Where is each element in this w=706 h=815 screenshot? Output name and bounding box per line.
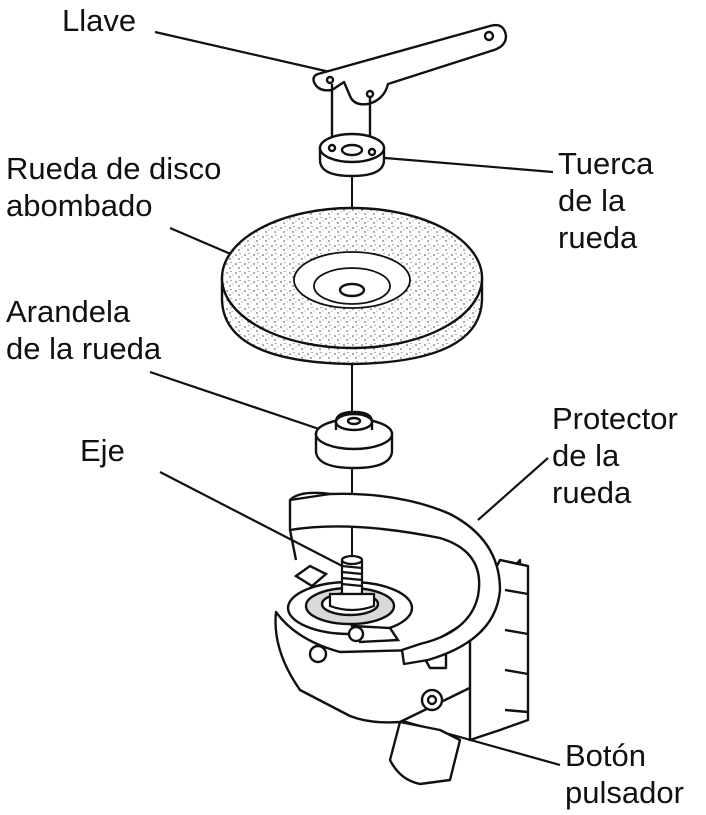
label-tuerca: Tuerca de la rueda xyxy=(558,145,653,256)
depressed-center-wheel xyxy=(220,206,484,366)
spindle xyxy=(328,554,376,612)
label-protector-line-2: de la xyxy=(552,438,620,473)
label-arandela: Arandela de la rueda xyxy=(6,293,161,367)
label-boton-pulsador: Botón pulsador xyxy=(565,737,684,811)
leader-protector xyxy=(477,457,549,521)
label-arandela-line-2: de la rueda xyxy=(6,331,162,366)
label-arandela-line-1: Arandela xyxy=(6,294,131,329)
label-boton-line-1: Botón xyxy=(565,738,647,773)
label-tuerca-line-1: Tuerca xyxy=(558,146,654,181)
wheel-nut xyxy=(318,132,386,178)
leader-arandela xyxy=(149,370,323,432)
label-protector: Protector de la rueda xyxy=(552,400,678,511)
label-eje: Eje xyxy=(80,432,125,469)
label-boton-line-2: pulsador xyxy=(565,775,684,810)
wrench xyxy=(312,23,508,156)
label-tuerca-line-3: rueda xyxy=(558,220,638,255)
wheel-guard xyxy=(288,491,502,666)
label-rueda-line-1: Rueda de disco xyxy=(6,151,222,186)
label-protector-line-3: rueda xyxy=(552,475,632,510)
wheel-washer xyxy=(314,410,394,470)
leader-rueda xyxy=(169,226,241,260)
label-rueda-line-2: abombado xyxy=(6,188,153,223)
label-rueda-de-disco: Rueda de disco abombado xyxy=(6,150,221,224)
label-llave-line: Llave xyxy=(62,3,137,38)
label-llave: Llave xyxy=(62,2,136,39)
label-tuerca-line-2: de la xyxy=(558,183,626,218)
label-eje-line: Eje xyxy=(80,433,125,468)
label-protector-line-1: Protector xyxy=(552,401,678,436)
leader-lines xyxy=(149,30,561,767)
leader-eje xyxy=(159,471,351,571)
leader-llave xyxy=(154,30,331,74)
leader-tuerca xyxy=(384,156,554,174)
